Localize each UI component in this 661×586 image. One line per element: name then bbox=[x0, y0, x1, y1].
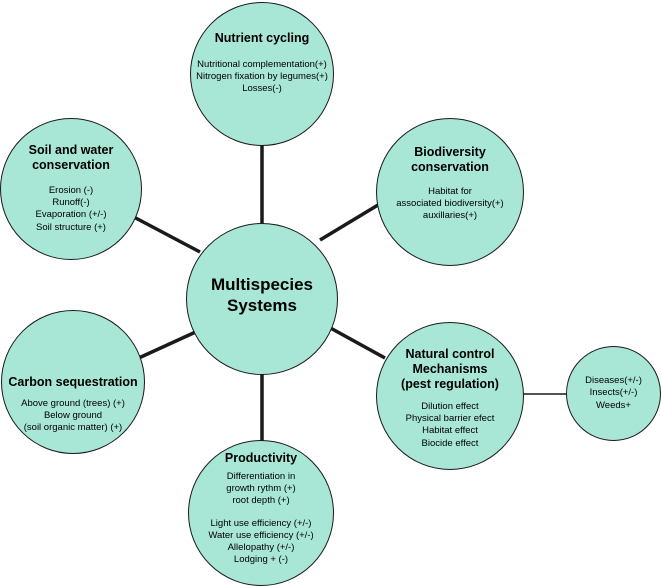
node-biodiversity-conservation: Biodiversity conservation Habitat for as… bbox=[376, 118, 524, 266]
node-natural-control: Natural control Mechanisms (pest regulat… bbox=[376, 322, 524, 470]
node-carbon-sequestration: Carbon sequestration Above ground (trees… bbox=[1, 310, 145, 454]
pests-list: Diseases(+/-) Insects(+/-) Weeds+ bbox=[585, 375, 642, 411]
node-soil-water-conservation: Soil and water conservation Erosion (-) … bbox=[0, 118, 142, 260]
biodiversity-title: Biodiversity conservation bbox=[411, 145, 489, 174]
node-pests: Diseases(+/-) Insects(+/-) Weeds+ bbox=[566, 346, 661, 441]
natural-control-effects: Dilution effect Physical barrier efect H… bbox=[405, 401, 495, 449]
center-title: Multispecies Systems bbox=[210, 275, 314, 315]
connector-biodiversity bbox=[319, 203, 379, 242]
soil-water-effects: Erosion (-) Runoff(-) Evaporation (+/-) … bbox=[35, 185, 107, 233]
nutrient-cycling-title: Nutrient cycling bbox=[214, 31, 310, 45]
biodiversity-effects: Habitat for associated biodiversity(+) a… bbox=[396, 186, 504, 222]
nutrient-cycling-effects: Nutritional complementation(+) Nitrogen … bbox=[196, 59, 328, 95]
natural-control-title: Natural control Mechanisms (pest regulat… bbox=[401, 347, 499, 391]
node-multispecies-systems: Multispecies Systems bbox=[186, 223, 338, 375]
productivity-title: Productivity bbox=[224, 451, 298, 465]
carbon-effects: Above ground (trees) (+) Below ground (s… bbox=[21, 398, 125, 434]
productivity-effects-a: Differentiation in growth rythm (+) root… bbox=[226, 471, 296, 507]
productivity-effects-b: Light use efficiency (+/-) Water use eff… bbox=[208, 517, 314, 566]
carbon-title: Carbon sequestration bbox=[8, 375, 138, 389]
connector-carbon bbox=[129, 328, 201, 364]
connector-soil bbox=[129, 213, 201, 254]
node-productivity: Productivity Differentiation in growth r… bbox=[188, 440, 334, 586]
soil-water-title: Soil and water conservation bbox=[28, 143, 114, 172]
node-nutrient-cycling: Nutrient cycling Nutritional complementa… bbox=[190, 2, 334, 146]
connector-natural bbox=[324, 323, 386, 360]
